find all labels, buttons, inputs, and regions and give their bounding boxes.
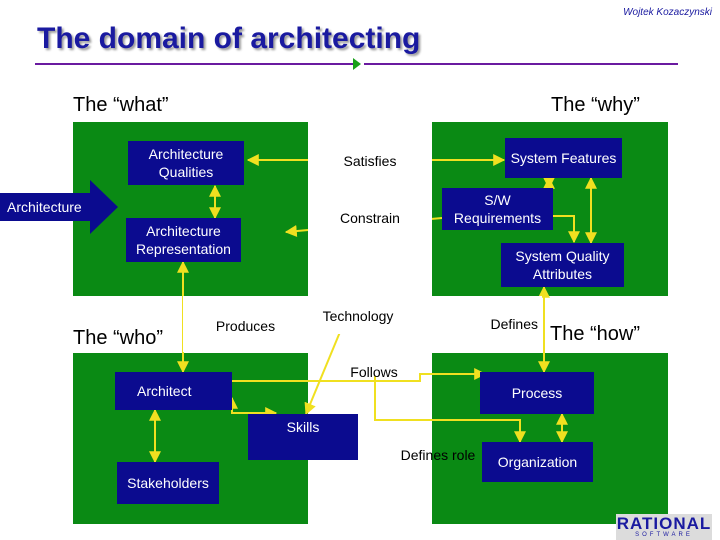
author-name: Wojtek Kozaczynski: [623, 7, 712, 18]
connector-technology: [304, 331, 341, 416]
relation-defines: Defines: [432, 296, 542, 352]
rational-logo: RATIONAL SOFTWARE: [616, 514, 712, 540]
heading-why: The “why”: [551, 94, 640, 116]
box-architecture-qualities: Architecture Qualities: [128, 141, 244, 185]
heading-who: The “who”: [73, 327, 164, 349]
architecture-arrow-label: Architecture: [7, 199, 82, 215]
connector-defines-role: [374, 376, 526, 444]
box-organization: Organization: [482, 442, 593, 482]
heading-what: The “what”: [73, 94, 169, 116]
box-skills: Skills: [248, 414, 358, 460]
box-system-features: System Features: [505, 138, 622, 178]
relation-defines-role: Defines role: [400, 447, 476, 463]
connector-architect-skills: [226, 396, 278, 419]
box-architect: Architect: [115, 372, 232, 410]
relation-follows: Follows: [350, 364, 398, 380]
relation-constrain: Constrain: [308, 204, 432, 232]
connector-sw-quality: [553, 215, 580, 244]
architecture-arrow: [0, 180, 118, 234]
box-process: Process: [480, 372, 594, 414]
relation-technology: Technology: [308, 298, 408, 334]
relation-produces: Produces: [183, 296, 308, 352]
relation-satisfies: Satisfies: [308, 146, 432, 176]
slide-title: The domain of architecting: [37, 22, 421, 55]
connector-follows: [232, 368, 487, 382]
logo-name: RATIONAL: [616, 513, 712, 533]
box-stakeholders: Stakeholders: [117, 462, 219, 504]
title-rule-right: [364, 63, 678, 65]
rule-arrow-icon: [353, 58, 361, 70]
title-rule: [35, 63, 355, 65]
box-system-quality-attributes: System Quality Attributes: [501, 243, 624, 287]
heading-how: The “how”: [550, 323, 641, 345]
logo-sub: SOFTWARE: [635, 531, 693, 538]
box-architecture-representation: Architecture Representation: [126, 218, 241, 262]
box-sw-requirements: S/W Requirements: [442, 188, 553, 230]
